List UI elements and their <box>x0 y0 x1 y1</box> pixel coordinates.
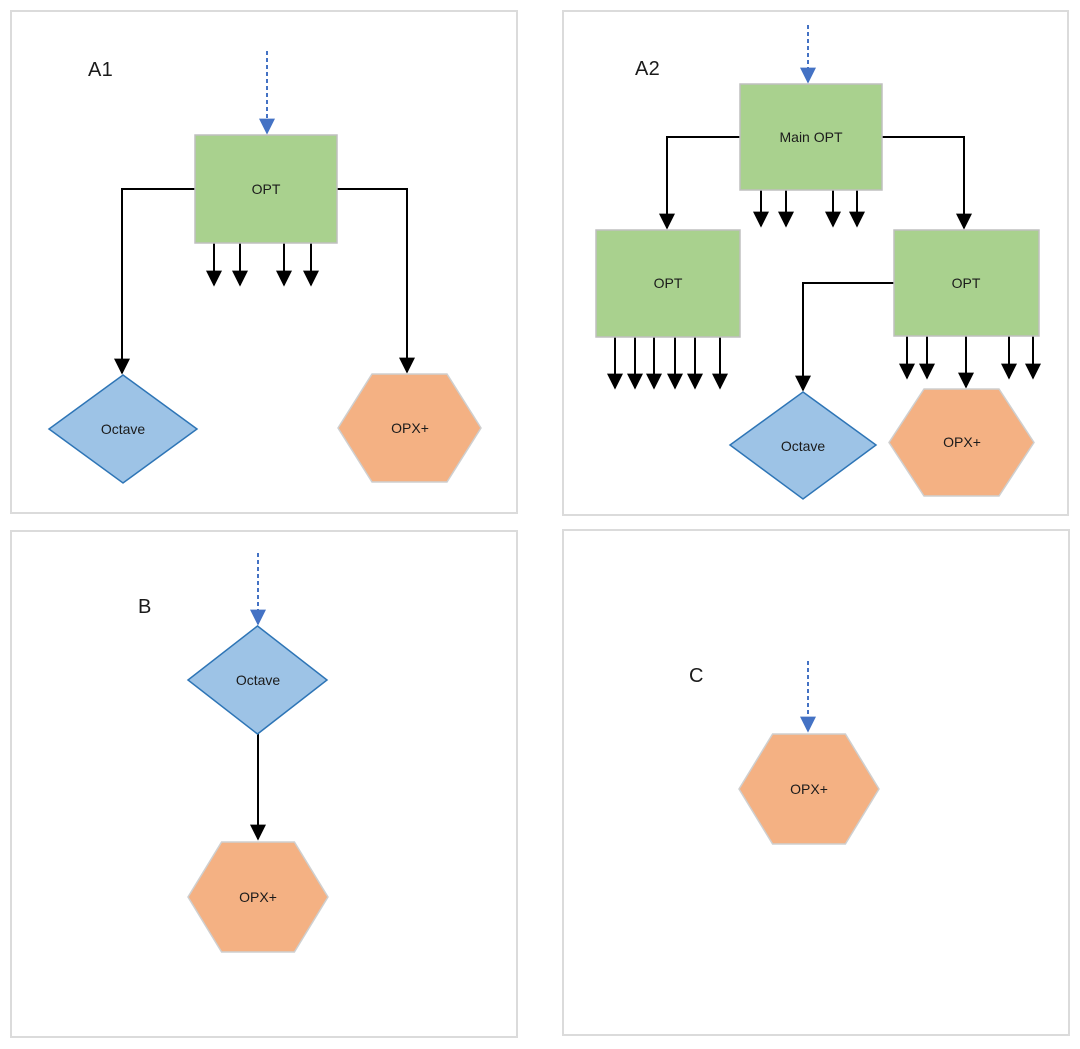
panel-c-drawing <box>738 661 880 845</box>
process-box-opt-right <box>893 229 1040 337</box>
node-label-opt: OPT <box>251 181 281 197</box>
node-label-opt-left: OPT <box>653 275 683 291</box>
panel-c: C OPX+ <box>562 529 1070 1036</box>
panel-label: A2 <box>635 58 661 80</box>
node-label-opx: OPX+ <box>391 420 429 436</box>
node-label-octave: Octave <box>100 421 146 437</box>
process-box-opt <box>194 134 338 244</box>
panel-a2-drawing <box>595 25 1041 500</box>
panel-a1: A1 OPT Octave OPX+ <box>10 10 518 514</box>
connector-opt-to-opx <box>337 188 415 374</box>
panel-label: C <box>689 665 704 687</box>
decision-diamond-octave <box>47 374 199 484</box>
panel-b: B Octave OPX+ <box>10 530 518 1038</box>
panel-label: B <box>138 596 152 618</box>
panel-b-drawing <box>186 553 329 953</box>
connector-main-to-opt-left <box>659 136 740 230</box>
connector-opt-to-octave <box>114 188 195 375</box>
node-label-main-opt: Main OPT <box>779 129 843 145</box>
hexagon-opx <box>187 841 329 953</box>
node-label-octave: Octave <box>780 438 826 454</box>
hexagon-opx <box>738 733 880 845</box>
decision-diamond-octave <box>728 391 878 500</box>
panel-label: A1 <box>88 59 114 81</box>
process-box-main-opt <box>739 83 883 191</box>
decision-diamond-octave <box>186 625 329 735</box>
node-label-octave: Octave <box>235 672 281 688</box>
hexagon-opx <box>888 388 1035 497</box>
node-label-opt-right: OPT <box>951 275 981 291</box>
node-label-opx: OPX+ <box>790 781 828 797</box>
process-box-opt-left <box>595 229 741 338</box>
node-label-opx: OPX+ <box>943 434 981 450</box>
connector-main-to-opt-right <box>882 136 972 230</box>
panel-a1-drawing <box>47 51 482 484</box>
hexagon-opx <box>337 373 482 483</box>
connector-opt-right-to-octave <box>795 282 894 392</box>
node-label-opx: OPX+ <box>239 889 277 905</box>
panel-a2: A2 Main OPT OPT OPT Octave OPX+ <box>562 10 1069 516</box>
